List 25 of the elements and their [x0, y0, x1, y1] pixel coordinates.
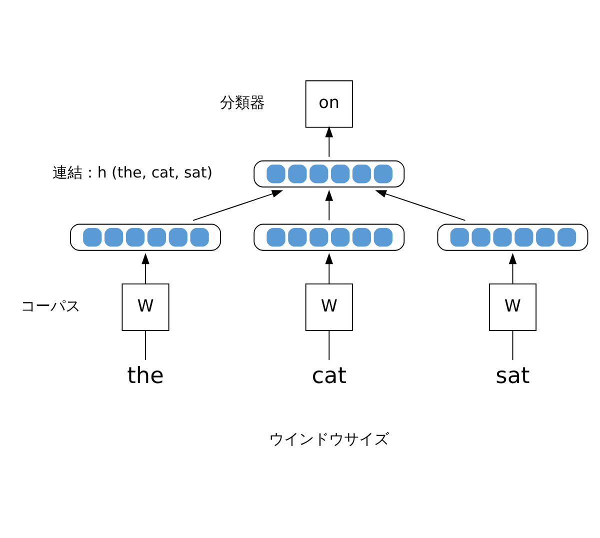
node-text: cat — [312, 362, 347, 389]
arrow — [375, 190, 466, 221]
node-text: sat — [496, 362, 530, 389]
node-capsule — [70, 224, 221, 251]
node-box: W — [305, 283, 353, 331]
label: コーパス — [20, 296, 80, 315]
arrow — [508, 252, 517, 284]
label: ウインドウサイズ — [269, 430, 390, 448]
node-box: on — [305, 80, 353, 128]
node-label: 連結：h (the, cat, sat) — [52, 163, 213, 182]
node-text: the — [127, 362, 164, 389]
node-label: 分類器 — [220, 94, 265, 112]
node-box: W — [488, 283, 536, 331]
connector — [512, 330, 514, 361]
node-capsule — [254, 160, 405, 188]
connector — [328, 330, 330, 361]
node-capsule — [254, 224, 405, 251]
connector — [145, 330, 146, 361]
node-box: W — [122, 283, 170, 331]
arrow — [325, 252, 334, 284]
arrow — [192, 190, 284, 221]
arrow — [142, 252, 150, 284]
arrow — [325, 126, 334, 158]
arrow — [325, 190, 334, 221]
node-capsule — [437, 224, 588, 251]
